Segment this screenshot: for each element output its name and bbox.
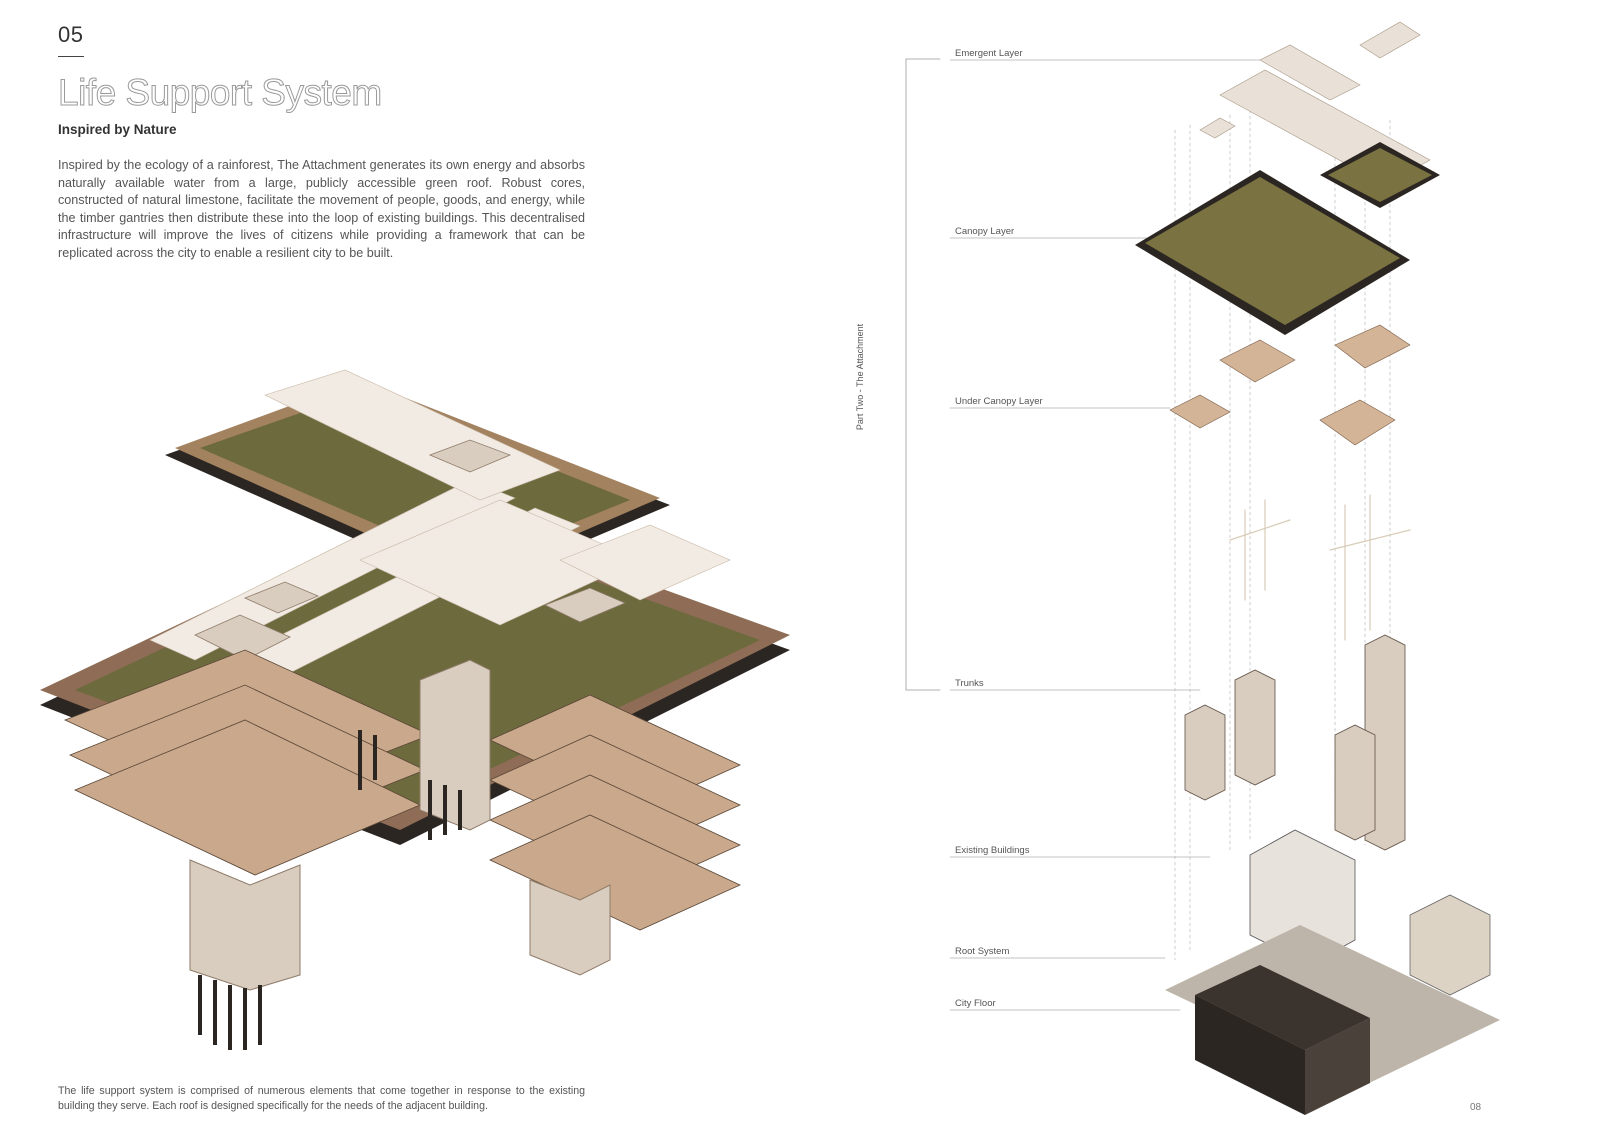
left-axonometric-drawing [40, 369, 790, 1050]
subtitle: Inspired by Nature [58, 122, 177, 137]
folio-number: 08 [1470, 1102, 1482, 1113]
layer-label-city-floor: City Floor [955, 998, 996, 1009]
layer-label-trunks: Trunks [955, 678, 984, 689]
page-number: 05 [58, 22, 84, 47]
figure-caption: The life support system is comprised of … [58, 1085, 585, 1112]
layer-label-root-system: Root System [955, 946, 1010, 957]
body-paragraph: Inspired by the ecology of a rainforest,… [58, 158, 585, 260]
number-rule [58, 56, 84, 57]
exploded-diagram [905, 21, 1500, 1115]
layer-label-existing-buildings: Existing Buildings [955, 845, 1030, 856]
layer-label-emergent: Emergent Layer [955, 48, 1023, 59]
page-title: Life Support System [58, 72, 383, 114]
layer-label-under-canopy: Under Canopy Layer [955, 396, 1043, 407]
layer-label-canopy: Canopy Layer [955, 226, 1015, 237]
side-section-label: Part Two - The Attachment [855, 323, 865, 431]
